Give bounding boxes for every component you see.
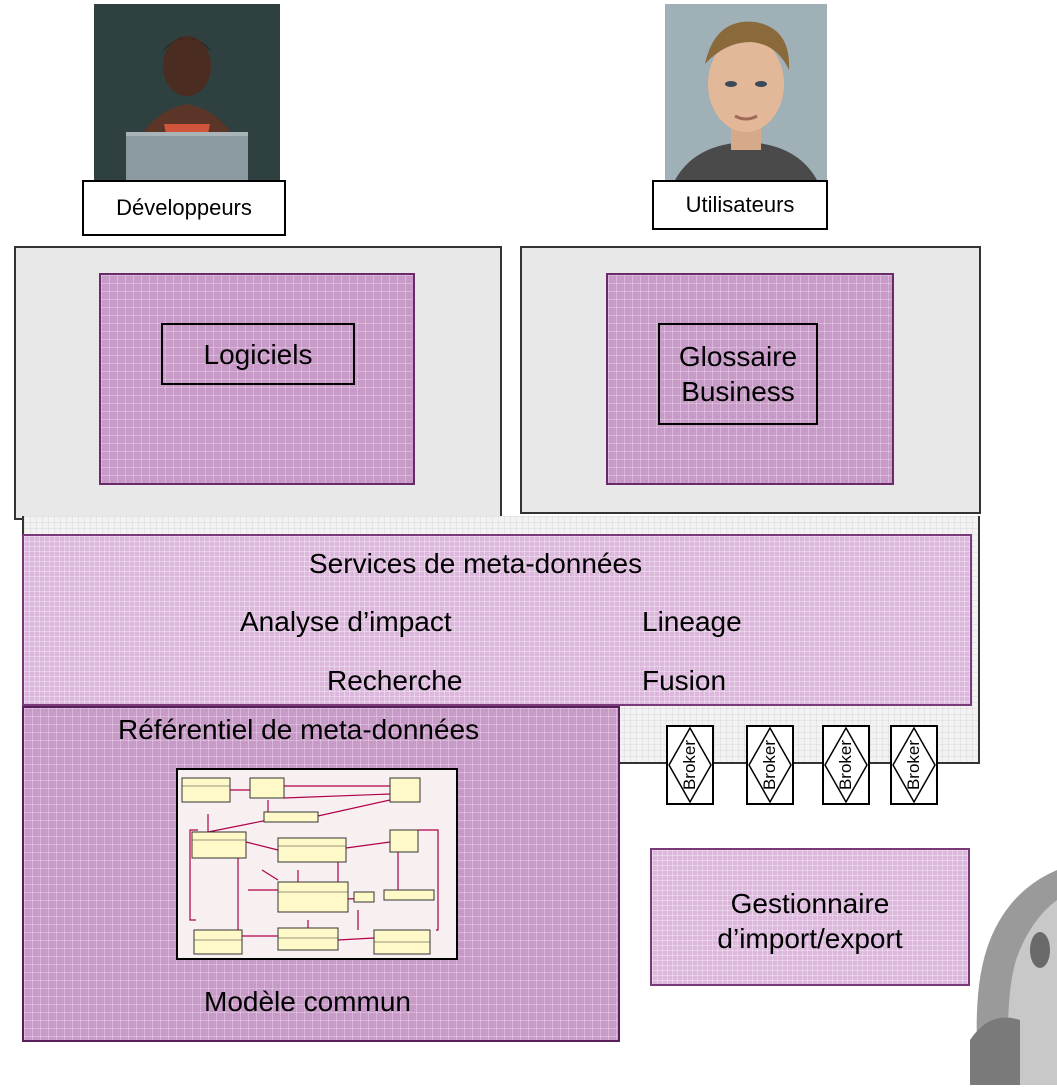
broker-1: Broker — [666, 725, 714, 805]
lineage-label: Lineage — [642, 606, 742, 637]
broker-3: Broker — [822, 725, 870, 805]
uml-diagram-icon — [176, 768, 458, 960]
users-label: Utilisateurs — [652, 180, 828, 230]
software-label: Logiciels — [161, 323, 355, 385]
megaphone-icon — [960, 860, 1057, 1085]
broker-2: Broker — [746, 725, 794, 805]
import-export-title: Gestionnaire d’import/export — [717, 888, 903, 954]
fusion-label: Fusion — [642, 665, 727, 696]
import-export-manager — [650, 848, 970, 986]
search-label: Recherche — [327, 665, 463, 696]
metadata-services-band — [22, 534, 972, 706]
broker-1-label: Broker — [680, 739, 699, 791]
user-photo-icon — [665, 4, 827, 180]
common-model-caption: Modèle commun — [204, 986, 411, 1017]
software-area — [99, 273, 415, 485]
services-title: Services de meta-données — [309, 548, 643, 579]
broker-4-label: Broker — [904, 739, 923, 791]
impact-analysis-label: Analyse d’impact — [240, 606, 452, 637]
broker-4: Broker — [890, 725, 938, 805]
repository-title: Référentiel de meta-données — [118, 714, 480, 745]
developers-label: Développeurs — [82, 180, 286, 236]
glossary-label: Glossaire Business — [658, 323, 818, 425]
broker-3-label: Broker — [836, 739, 855, 791]
business-area — [606, 273, 894, 485]
broker-2-label: Broker — [760, 739, 779, 791]
metadata-repository — [22, 706, 620, 1042]
developer-photo-icon — [94, 4, 280, 190]
